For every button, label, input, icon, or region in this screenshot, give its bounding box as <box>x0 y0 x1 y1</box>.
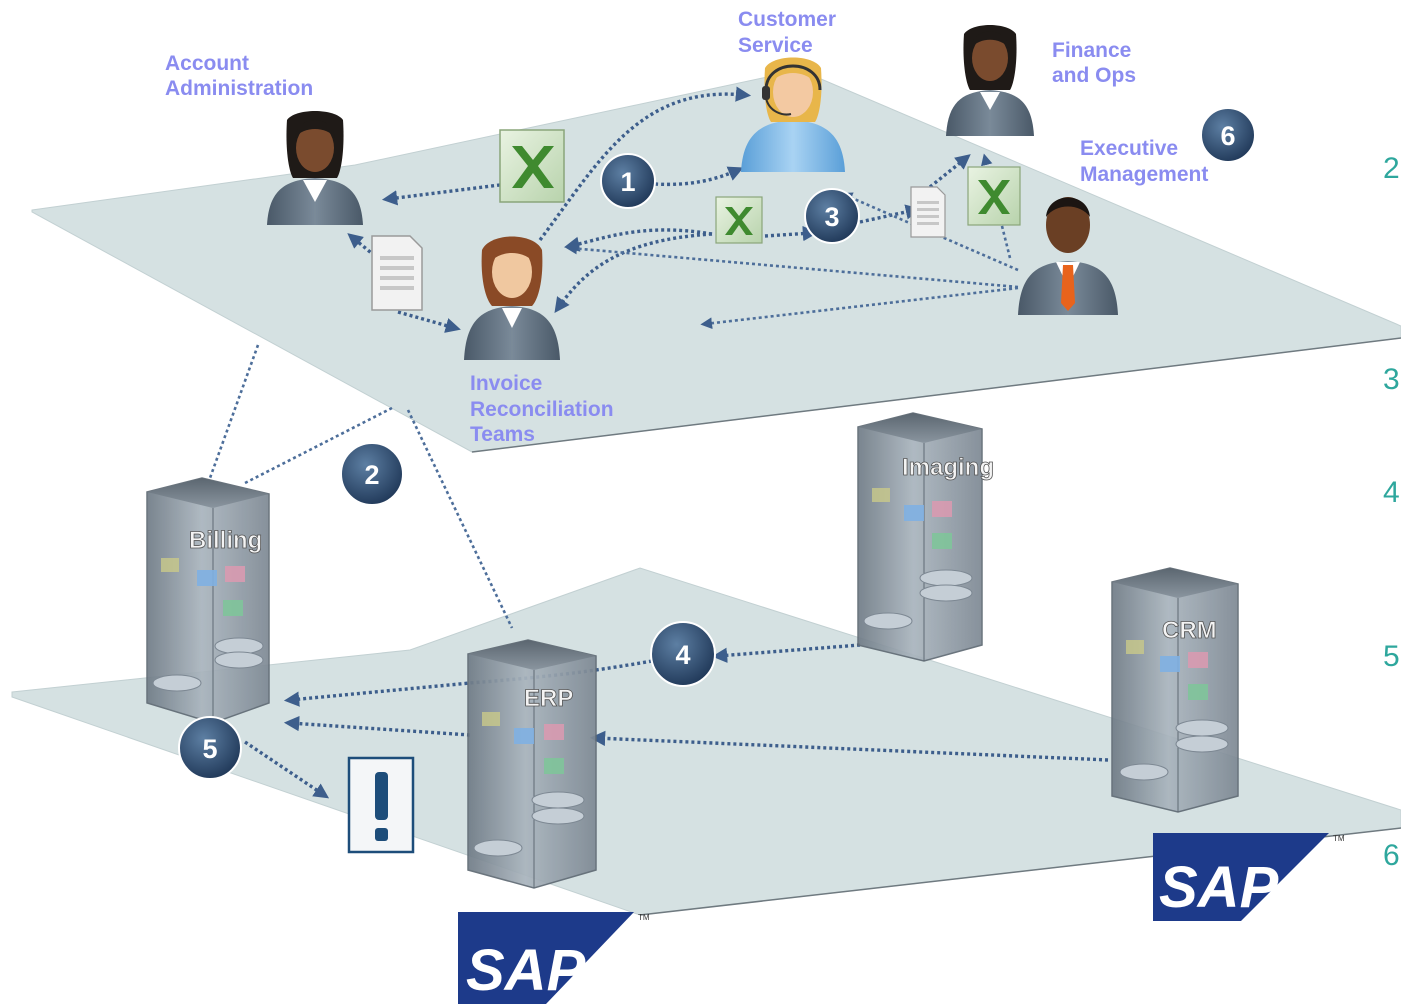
plane-connectors <box>208 344 514 629</box>
crm-server: CRM <box>1111 567 1239 813</box>
step-badge-5: 5 <box>178 716 242 780</box>
erp-server: ERP <box>467 639 597 889</box>
svg-text:and Ops: and Ops <box>1052 64 1136 87</box>
role-label-customer-service: Customer Service <box>738 8 836 57</box>
svg-text:3: 3 <box>1383 363 1400 396</box>
crm-server-label: CRM <box>1162 617 1217 644</box>
step-badge-1: 1 <box>600 153 656 209</box>
svg-text:2: 2 <box>1383 152 1400 185</box>
svg-text:Customer: Customer <box>738 8 836 31</box>
svg-text:6: 6 <box>1383 839 1400 872</box>
svg-text:Invoice: Invoice <box>470 372 542 395</box>
svg-text:Management: Management <box>1080 163 1208 186</box>
step-badge-2: 2 <box>340 442 404 506</box>
imaging-server: Imaging <box>857 412 994 662</box>
svg-text:4: 4 <box>1383 476 1400 509</box>
imaging-server-label: Imaging <box>902 454 994 481</box>
svg-text:Service: Service <box>738 34 813 57</box>
role-label-executive: Executive Management <box>1080 137 1208 186</box>
step-badge-4: 4 <box>650 621 716 687</box>
sap-logo: SAP TM <box>1153 833 1345 921</box>
sap-logo: SAP TM <box>458 912 650 1004</box>
customer-service-person-icon <box>741 57 845 172</box>
svg-text:6: 6 <box>1220 121 1235 151</box>
svg-text:5: 5 <box>202 734 217 764</box>
svg-text:SAP: SAP <box>1159 855 1279 920</box>
svg-text:4: 4 <box>675 640 690 670</box>
svg-text:1: 1 <box>620 167 635 197</box>
svg-text:2: 2 <box>364 460 379 490</box>
role-label-invoice-teams: Invoice Reconciliation Teams <box>470 372 614 446</box>
role-label-account-admin: Account Administration <box>165 52 313 100</box>
invoice-team-person-icon <box>464 236 560 360</box>
document-icon <box>371 235 423 311</box>
svg-text:Executive: Executive <box>1080 137 1178 160</box>
svg-text:Finance: Finance <box>1052 39 1131 62</box>
spreadsheet-icon <box>967 166 1021 226</box>
svg-text:Account: Account <box>165 52 249 75</box>
svg-text:Administration: Administration <box>165 77 313 100</box>
lower-plane <box>11 567 1401 916</box>
spreadsheet-icon <box>715 196 763 244</box>
billing-server-label: Billing <box>189 527 262 554</box>
svg-text:TM: TM <box>1333 834 1345 843</box>
side-number-list: 2 3 4 5 6 <box>1383 152 1400 872</box>
svg-text:Reconciliation: Reconciliation <box>470 398 614 421</box>
erp-server-label: ERP <box>524 685 573 712</box>
billing-server: Billing <box>146 477 270 724</box>
step-badge-6: 6 <box>1200 107 1256 163</box>
account-admin-person-icon <box>267 111 363 225</box>
spreadsheet-icon <box>499 129 565 203</box>
role-label-finance-ops: Finance and Ops <box>1052 39 1136 87</box>
svg-text:TM: TM <box>638 913 650 922</box>
executive-person-icon <box>1018 197 1118 315</box>
step-badge-3: 3 <box>804 188 860 244</box>
finance-person-icon <box>946 25 1034 136</box>
svg-text:3: 3 <box>824 202 839 232</box>
svg-text:SAP: SAP <box>466 938 586 1003</box>
document-icon <box>910 186 946 238</box>
svg-text:5: 5 <box>1383 640 1400 673</box>
svg-text:Teams: Teams <box>470 423 535 446</box>
alert-icon <box>347 756 415 854</box>
